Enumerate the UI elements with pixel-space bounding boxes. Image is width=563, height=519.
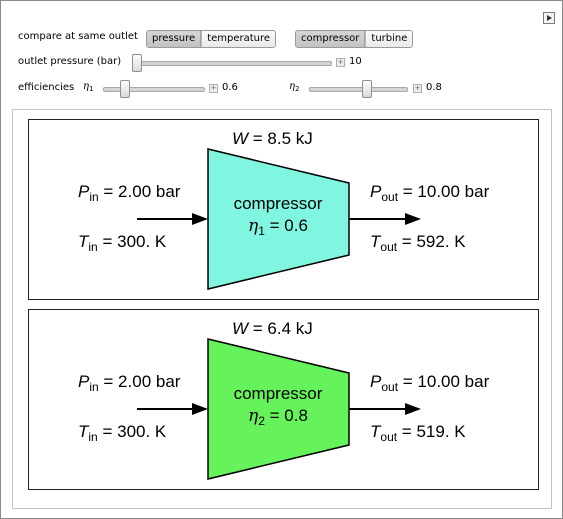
t-in-label-2: Tin = 300. K (78, 422, 167, 444)
p-out-label-1: Pout = 10.00 bar (370, 182, 490, 204)
device-eta-1: η1 = 0.6 (248, 216, 308, 238)
outlet-pressure-value: 10 (349, 56, 362, 67)
p-out-label-2: Pout = 10.00 bar (370, 372, 490, 394)
eta2-slider[interactable] (361, 80, 372, 98)
outlet-arrowhead-2 (405, 403, 421, 415)
controls-panel: compare at same outlet pressure temperat… (1, 1, 562, 109)
device-name-1: compressor (233, 194, 323, 213)
t-in-label-1: Tin = 300. K (78, 232, 167, 254)
work-label-1: W = 8.5 kJ (232, 129, 313, 148)
p-in-label-1: Pin = 2.00 bar (78, 182, 181, 204)
work-label-2: W = 6.4 kJ (232, 319, 313, 338)
t-out-label-1: Tout = 592. K (370, 232, 466, 254)
expand-icon[interactable] (543, 12, 555, 24)
device-name-2: compressor (233, 384, 323, 403)
compare-temperature-button[interactable]: temperature (201, 31, 276, 47)
eta1-track[interactable] (103, 87, 205, 92)
compressor-shape-2 (207, 338, 350, 480)
eta1-label: η1 (83, 81, 94, 93)
inlet-arrowhead-1 (192, 213, 208, 225)
eta1-value: 0.6 (222, 82, 238, 93)
eta1-slider[interactable] (119, 80, 130, 98)
device-diagram-1 (137, 148, 421, 290)
device-diagram-2 (137, 338, 421, 480)
device-turbine-button[interactable]: turbine (365, 31, 413, 47)
device-panel-1: W = 8.5 kJ Pin = 2.00 bar Tin = 300. K P… (28, 119, 539, 300)
eta2-label: η2 (289, 81, 300, 93)
outlet-arrowhead-1 (405, 213, 421, 225)
outlet-pressure-label: outlet pressure (bar) (18, 56, 122, 67)
device-panel-2: W = 6.4 kJ Pin = 2.00 bar Tin = 300. K P… (28, 309, 539, 490)
t-out-label-2: Tout = 519. K (370, 422, 466, 444)
compare-pressure-button[interactable]: pressure (147, 31, 202, 47)
device-compressor-button[interactable]: compressor (296, 31, 366, 47)
efficiencies-label: efficiencies (18, 82, 75, 93)
eta2-value: 0.8 (426, 82, 442, 93)
outlet-pressure-track[interactable] (134, 61, 332, 66)
compressor-shape-1 (207, 148, 350, 290)
eta2-track[interactable] (309, 87, 408, 92)
compare-label: compare at same outlet (18, 31, 138, 42)
outlet-pressure-slider[interactable] (132, 54, 142, 72)
compare-selector: pressure temperature (146, 30, 277, 48)
eta2-plus-icon[interactable]: + (413, 84, 422, 93)
device-eta-2: η2 = 0.8 (248, 406, 308, 428)
p-in-label-2: Pin = 2.00 bar (78, 372, 181, 394)
device-selector: compressor turbine (295, 30, 414, 48)
outlet-pressure-plus-icon[interactable]: + (336, 58, 345, 67)
eta1-plus-icon[interactable]: + (209, 84, 218, 93)
inlet-arrowhead-2 (192, 403, 208, 415)
